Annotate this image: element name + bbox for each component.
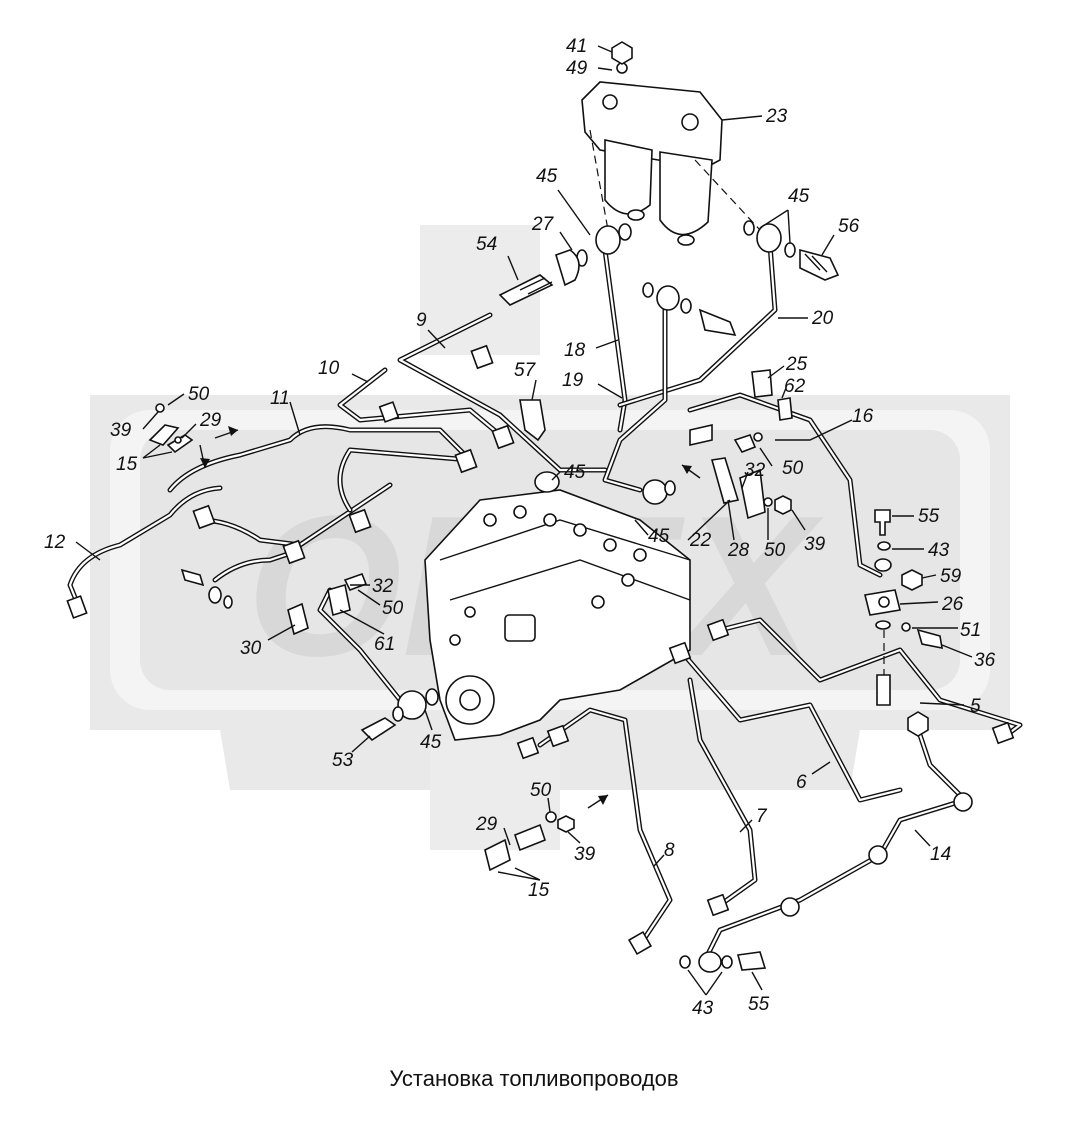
callout-29: 29 <box>475 814 498 835</box>
callout-27: 27 <box>531 214 555 235</box>
callout-56: 56 <box>838 216 860 237</box>
callout-45: 45 <box>564 462 586 483</box>
callout-36: 36 <box>974 650 996 671</box>
callout-50: 50 <box>188 384 210 405</box>
callout-39: 39 <box>804 534 826 555</box>
callout-49: 49 <box>566 58 588 79</box>
callout-39: 39 <box>110 420 132 441</box>
callout-11: 11 <box>270 388 290 409</box>
callout-59: 59 <box>940 566 962 587</box>
fittings <box>66 220 1015 973</box>
callout-54: 54 <box>476 234 497 255</box>
callout-45: 45 <box>788 186 810 207</box>
callout-15: 15 <box>528 880 550 901</box>
injection-pump <box>424 489 691 741</box>
callout-28: 28 <box>727 540 750 561</box>
callout-26: 26 <box>941 594 964 615</box>
callout-7: 7 <box>756 806 768 827</box>
callout-20: 20 <box>811 308 834 329</box>
callout-14: 14 <box>930 844 951 865</box>
callout-50: 50 <box>382 598 404 619</box>
callout-55: 55 <box>918 506 940 527</box>
callout-41: 41 <box>566 36 587 57</box>
callout-45: 45 <box>420 732 442 753</box>
callout-19: 19 <box>562 370 584 391</box>
callout-45: 45 <box>648 526 670 547</box>
callout-43: 43 <box>692 998 714 1019</box>
callout-62: 62 <box>784 376 806 397</box>
callout-6: 6 <box>796 772 807 793</box>
callout-43: 43 <box>928 540 950 561</box>
callout-57: 57 <box>514 360 537 381</box>
callout-61: 61 <box>374 634 395 655</box>
callout-12: 12 <box>44 532 66 553</box>
callout-32: 32 <box>744 460 766 481</box>
callout-45: 45 <box>536 166 558 187</box>
callout-15: 15 <box>116 454 138 475</box>
callout-22: 22 <box>689 530 712 551</box>
callout-50: 50 <box>782 458 804 479</box>
callout-labels: 41 49 23 45 27 45 56 54 20 9 18 25 10 57… <box>44 36 996 1019</box>
callout-39: 39 <box>574 844 596 865</box>
callout-55: 55 <box>748 994 770 1015</box>
leader-lines <box>75 45 973 996</box>
fuel-filter-23 <box>581 41 761 246</box>
callout-29: 29 <box>199 410 222 431</box>
callout-50: 50 <box>530 780 552 801</box>
callout-10: 10 <box>318 358 340 379</box>
callout-23: 23 <box>765 106 788 127</box>
callout-51: 51 <box>960 620 981 641</box>
direction-arrows <box>199 426 701 809</box>
callout-18: 18 <box>564 340 586 361</box>
callout-53: 53 <box>332 750 354 771</box>
callout-5: 5 <box>970 696 981 717</box>
diagram-caption: Установка топливопроводов <box>389 1066 679 1091</box>
callout-9: 9 <box>416 310 427 331</box>
callout-30: 30 <box>240 638 262 659</box>
callout-8: 8 <box>664 840 675 861</box>
callout-32: 32 <box>372 576 394 597</box>
callout-50: 50 <box>764 540 786 561</box>
callout-25: 25 <box>785 354 808 375</box>
callout-16: 16 <box>852 406 874 427</box>
